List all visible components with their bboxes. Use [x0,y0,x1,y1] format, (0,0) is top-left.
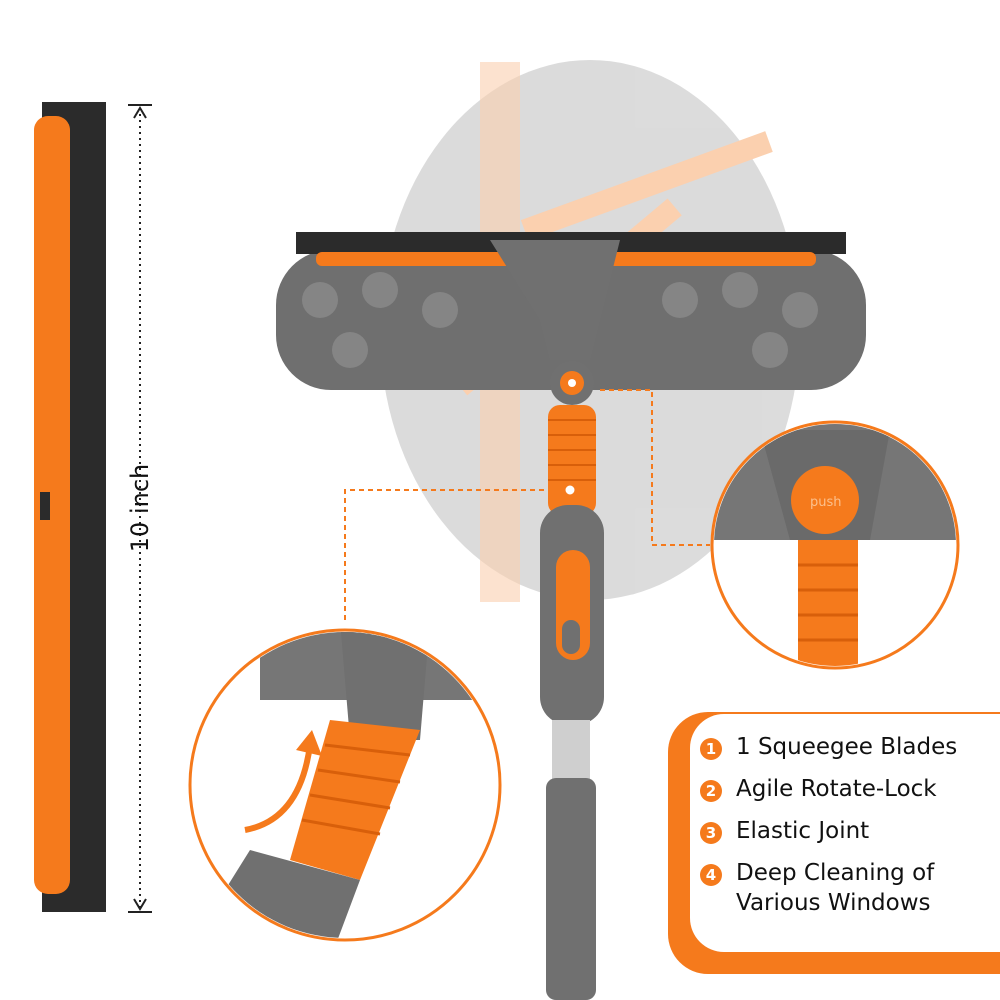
telescopic-pole [552,720,590,780]
feature-box [690,714,1000,952]
number-badge-icon: 3 [700,822,722,844]
feature-item: 1 1 Squeegee Blades [700,732,976,762]
flex-arrow-icon [244,744,313,833]
feature-text: 1 Squeegee Blades [736,734,958,760]
number-badge-icon: 4 [700,864,722,886]
push-label: push [810,495,842,510]
squeegee-side-view [34,102,106,912]
dimension-label: 10 inch [126,463,154,553]
dimension-line [128,104,152,913]
head-connector [490,240,620,360]
feature-item: 2 Agile Rotate-Lock [700,774,976,804]
feature-text: Deep Cleaning of Various Windows [736,860,935,916]
number-badge-icon: 2 [700,780,722,802]
feature-item: 3 Elastic Joint [700,816,976,846]
callout-lines [344,389,710,620]
feature-item: 4 Deep Cleaning of Various Windows [700,858,976,918]
number-badge-icon: 1 [700,738,722,760]
orange-blade-holder [34,116,70,894]
feature-text: Elastic Joint [736,818,870,844]
rotate-lock-detail: push [710,420,960,670]
elastic-joint-detail [188,628,502,942]
elastic-joint [548,405,596,515]
feature-text: Agile Rotate-Lock [736,776,937,802]
